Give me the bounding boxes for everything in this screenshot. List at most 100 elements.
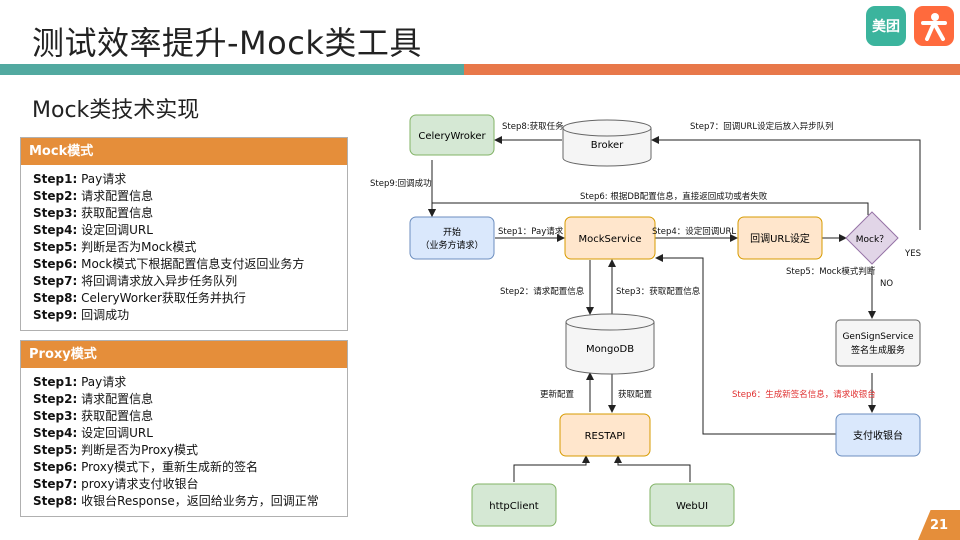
proxy-step-text: 收银台Response，返回给业务方，回调正常 <box>81 494 319 508</box>
label-yes: YES <box>904 249 921 259</box>
proxy-step-2: Step2: 请求配置信息 <box>33 391 335 408</box>
mock-step-label: Step1: <box>33 172 78 186</box>
edge-labels: Step8:获取任务 Step7：回调URL设定后放入异步队列 Step9:回调… <box>370 121 921 400</box>
proxy-step-label: Step2: <box>33 392 78 406</box>
label-get-config: 获取配置 <box>618 389 653 400</box>
mock-step-label: Step2: <box>33 189 78 203</box>
svg-text:MongoDB: MongoDB <box>586 344 634 355</box>
label-step5: Step5：Mock模式判断 <box>786 266 876 277</box>
proxy-step-1: Step1: Pay请求 <box>33 374 335 391</box>
node-start: 开始 （业务方请求） <box>409 216 495 260</box>
header-bar-teal <box>0 64 464 75</box>
proxy-step-label: Step1: <box>33 375 78 389</box>
mock-step-text: 设定回调URL <box>81 223 153 237</box>
mock-step-text: 获取配置信息 <box>81 206 154 220</box>
header-bar-orange <box>464 64 960 75</box>
proxy-step-8: Step8: 收银台Response，返回给业务方，回调正常 <box>33 493 335 510</box>
mock-step-text: Pay请求 <box>81 172 127 186</box>
svg-text:RESTAPI: RESTAPI <box>585 431 626 442</box>
diagram-edges <box>428 136 921 482</box>
label-step1: Step1：Pay请求 <box>498 226 564 237</box>
mock-step-label: Step6: <box>33 257 78 271</box>
mock-step-1: Step1: Pay请求 <box>33 171 335 188</box>
svg-text:回调URL设定: 回调URL设定 <box>750 232 810 245</box>
label-step7: Step7：回调URL设定后放入异步队列 <box>690 121 834 132</box>
proxy-step-text: proxy请求支付收银台 <box>81 477 199 491</box>
node-celery-worker: CeleryWroker <box>409 114 495 156</box>
mock-step-7: Step7: 将回调请求放入异步任务队列 <box>33 273 335 290</box>
svg-text:Broker: Broker <box>591 140 624 151</box>
meituan-logo: 美团 <box>866 6 906 46</box>
mock-step-text: Mock模式下根据配置信息支付返回业务方 <box>81 257 305 271</box>
proxy-step-6: Step6: Proxy模式下，重新生成新的签名 <box>33 459 335 476</box>
edge-step6 <box>428 202 869 217</box>
mock-step-2: Step2: 请求配置信息 <box>33 188 335 205</box>
proxy-step-text: Pay请求 <box>81 375 127 389</box>
svg-text:GenSignService: GenSignService <box>842 332 914 342</box>
proxy-step-label: Step3: <box>33 409 78 423</box>
page-number: 21 <box>918 510 960 540</box>
mock-step-label: Step3: <box>33 206 78 220</box>
mock-step-9: Step9: 回调成功 <box>33 307 335 324</box>
label-step3: Step3：获取配置信息 <box>616 286 701 297</box>
svg-text:WebUI: WebUI <box>676 501 708 512</box>
page-title: 测试效率提升-Mock类工具 <box>32 24 422 62</box>
edge-step7 <box>651 136 921 230</box>
proxy-mode-title: Proxy模式 <box>21 341 347 368</box>
proxy-step-4: Step4: 设定回调URL <box>33 425 335 442</box>
svg-text:开始: 开始 <box>443 226 461 238</box>
section-subtitle: Mock类技术实现 <box>32 98 200 123</box>
node-broker: Broker <box>562 119 652 167</box>
mock-step-text: 将回调请求放入异步任务队列 <box>81 274 238 288</box>
mock-step-text: 请求配置信息 <box>81 189 154 203</box>
edge-cashier-return <box>655 254 836 435</box>
node-webui: WebUI <box>649 483 735 527</box>
node-httpclient: httpClient <box>471 483 557 527</box>
svg-text:Mock？: Mock？ <box>856 235 888 245</box>
mock-step-label: Step4: <box>33 223 78 237</box>
node-mock-decision: Mock？ <box>845 211 899 265</box>
proxy-step-label: Step8: <box>33 494 78 508</box>
edge-webui <box>614 455 691 482</box>
label-step6: Step6: 根据DB配置信息，直接返回成功或者失败 <box>580 191 768 202</box>
node-restapi: RESTAPI <box>559 413 651 457</box>
mock-step-text: CeleryWorker获取任务并执行 <box>81 291 246 305</box>
mock-step-label: Step9: <box>33 308 78 322</box>
svg-text:（业务方请求）: （业务方请求） <box>420 239 483 251</box>
node-gensign-service: GenSignService 签名生成服务 <box>835 319 921 367</box>
node-cashier: 支付收银台 <box>835 413 921 457</box>
mock-step-5: Step5: 判断是否为Mock模式 <box>33 239 335 256</box>
proxy-step-label: Step7: <box>33 477 78 491</box>
svg-text:MockService: MockService <box>579 234 642 245</box>
svg-text:支付收银台: 支付收银台 <box>853 429 903 442</box>
dazhong-person-icon <box>914 6 954 46</box>
mock-step-6: Step6: Mock模式下根据配置信息支付返回业务方 <box>33 256 335 273</box>
svg-text:httpClient: httpClient <box>489 501 539 512</box>
mock-step-4: Step4: 设定回调URL <box>33 222 335 239</box>
label-step6-red: Step6：生成新签名信息，请求收银台 <box>732 389 876 400</box>
node-mockservice: MockService <box>564 216 656 260</box>
proxy-step-text: 判断是否为Proxy模式 <box>81 443 198 457</box>
mock-step-label: Step8: <box>33 291 78 305</box>
mock-step-8: Step8: CeleryWorker获取任务并执行 <box>33 290 335 307</box>
label-step4: Step4：设定回调URL <box>652 226 736 237</box>
proxy-step-text: 请求配置信息 <box>81 392 154 406</box>
label-step9: Step9:回调成功 <box>370 178 432 189</box>
proxy-step-label: Step4: <box>33 426 78 440</box>
svg-text:CeleryWroker: CeleryWroker <box>418 131 486 142</box>
proxy-step-label: Step6: <box>33 460 78 474</box>
edge-httpclient <box>513 455 590 482</box>
node-callback-url: 回调URL设定 <box>737 216 823 260</box>
mock-mode-title: Mock模式 <box>21 138 347 165</box>
node-mongodb: MongoDB <box>565 313 655 375</box>
mock-step-3: Step3: 获取配置信息 <box>33 205 335 222</box>
mock-step-text: 判断是否为Mock模式 <box>81 240 197 254</box>
label-no: NO <box>880 279 893 289</box>
mock-step-label: Step5: <box>33 240 78 254</box>
label-update-config: 更新配置 <box>540 389 575 400</box>
